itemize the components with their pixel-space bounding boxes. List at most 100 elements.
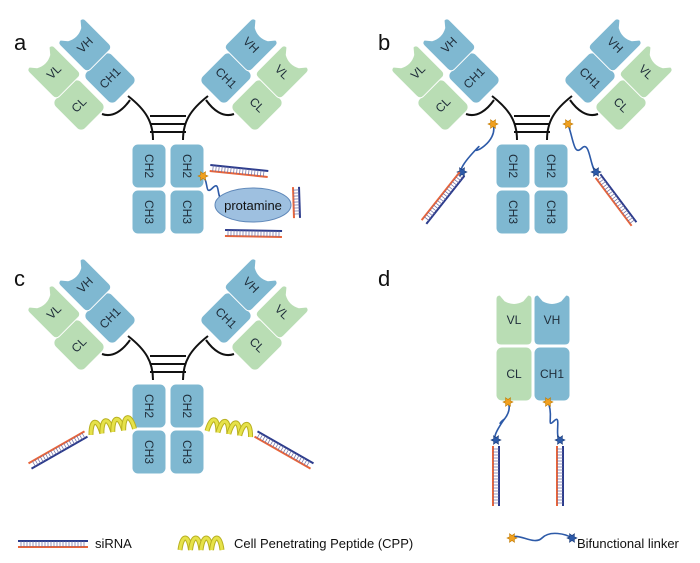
- domain-ch3-label: CH3: [142, 440, 156, 464]
- linker-blue-end-icon: [490, 435, 502, 445]
- domain-ch1: CH1: [200, 292, 252, 344]
- cpp-helix-left: [88, 415, 137, 436]
- bifunctional-linker: [542, 397, 566, 445]
- domain-ch2: CH2: [169, 143, 205, 189]
- domain-ch2: CH2: [169, 383, 205, 429]
- domain-ch2: CH2: [131, 143, 167, 189]
- sirna-duplex-right: [292, 186, 301, 219]
- bifunctional-linker: [562, 119, 602, 177]
- domain-ch1: CH1: [448, 52, 500, 104]
- panel-d-fab-linker-sirna: VL VH CL CH1: [490, 294, 571, 506]
- sirna-duplex-left: [492, 446, 500, 506]
- domain-cl: CL: [53, 79, 105, 131]
- domain-ch2-label: CH2: [544, 154, 558, 178]
- legend-cpp-helix: [177, 535, 225, 551]
- domain-ch1: CH1: [84, 292, 136, 344]
- domain-vh: VH: [422, 18, 476, 72]
- domain-ch1: CH1: [533, 346, 571, 402]
- hinge-region: [101, 335, 235, 381]
- hinge-region: [465, 95, 599, 141]
- domain-cl: CL: [231, 79, 283, 131]
- linker-blue-end-icon: [590, 167, 602, 177]
- sirna-duplex-right: [254, 430, 314, 470]
- legend-linker-icon: [506, 532, 578, 543]
- domain-ch2: CH2: [131, 383, 167, 429]
- legend-sirna-icon: [18, 540, 88, 548]
- protamine-label: protamine: [224, 198, 282, 213]
- domain-vh-label: VH: [544, 313, 561, 327]
- domain-ch1-label: CH1: [540, 367, 564, 381]
- domain-ch3: CH3: [533, 189, 569, 235]
- domain-ch3: CH3: [169, 429, 205, 475]
- sirna-duplex-right: [594, 173, 638, 227]
- domain-vh: VH: [588, 18, 642, 72]
- domain-vl: VL: [619, 45, 673, 99]
- domain-ch2: CH2: [533, 143, 569, 189]
- panel-letter-a: a: [14, 30, 27, 55]
- domain-ch2: CH2: [495, 143, 531, 189]
- domain-ch3-label: CH3: [142, 200, 156, 224]
- legend-cpp-icon: [177, 535, 225, 551]
- bifunctional-linker: [506, 532, 578, 543]
- domain-ch3: CH3: [131, 429, 167, 475]
- sirna-duplex-right: [556, 446, 564, 506]
- domain-ch2-label: CH2: [180, 394, 194, 418]
- domain-cl: CL: [231, 319, 283, 371]
- domain-cl: CL: [495, 346, 533, 402]
- domain-ch2-label: CH2: [506, 154, 520, 178]
- domain-vl: VL: [27, 45, 81, 99]
- domain-ch3: CH3: [495, 189, 531, 235]
- domain-vl: VL: [391, 45, 445, 99]
- panel-letter-b: b: [378, 30, 390, 55]
- domain-cl-label: CL: [506, 367, 522, 381]
- legend-sirna-duplex: [18, 540, 88, 548]
- legend-sirna-label: siRNA: [95, 536, 132, 551]
- domain-vl: VL: [255, 285, 309, 339]
- domain-vh: VH: [533, 294, 571, 346]
- linker-orange-end-icon: [502, 397, 514, 407]
- domain-ch2-label: CH2: [142, 394, 156, 418]
- domain-cl: CL: [595, 79, 647, 131]
- domain-ch1: CH1: [84, 52, 136, 104]
- protamine-carrier: protamine: [214, 187, 292, 223]
- domain-ch1: CH1: [200, 52, 252, 104]
- legend-cpp-label: Cell Penetrating Peptide (CPP): [234, 536, 413, 551]
- linker-orange-end-icon: [506, 533, 518, 543]
- domain-vl: VL: [255, 45, 309, 99]
- domain-vl: VL: [27, 285, 81, 339]
- sirna-duplex-top: [209, 164, 269, 178]
- domain-vh: VH: [224, 18, 278, 72]
- domain-ch3-label: CH3: [180, 200, 194, 224]
- domain-vl: VL: [495, 294, 533, 346]
- hinge-region: [101, 95, 235, 141]
- linker-orange-end-icon: [562, 119, 574, 129]
- bifunctional-linker: [456, 119, 499, 177]
- linker-orange-end-icon: [487, 119, 499, 129]
- domain-ch3: CH3: [131, 189, 167, 235]
- bifunctional-linker: [490, 397, 514, 445]
- cpp-helix-right: [204, 417, 254, 438]
- linker-blue-end-icon: [566, 533, 578, 543]
- domain-vl-label: VL: [507, 313, 522, 327]
- domain-ch3-label: CH3: [180, 440, 194, 464]
- linker-orange-end-icon: [542, 397, 554, 407]
- domain-vh: VH: [58, 258, 112, 312]
- domain-ch1: CH1: [564, 52, 616, 104]
- domain-ch3-label: CH3: [506, 200, 520, 224]
- domain-ch2-label: CH2: [142, 154, 156, 178]
- panel-letter-d: d: [378, 266, 390, 291]
- domain-ch3-label: CH3: [544, 200, 558, 224]
- linker-orange-end-icon: [197, 171, 209, 181]
- domain-ch3: CH3: [169, 189, 205, 235]
- legend-linker-label: Bifunctional linker: [577, 536, 680, 551]
- domain-vh: VH: [224, 258, 278, 312]
- panel-letter-c: c: [14, 266, 25, 291]
- linker-blue-end-icon: [554, 435, 566, 445]
- sirna-duplex-left: [28, 430, 88, 470]
- domain-vh: VH: [58, 18, 112, 72]
- sirna-duplex-bottom: [224, 229, 283, 238]
